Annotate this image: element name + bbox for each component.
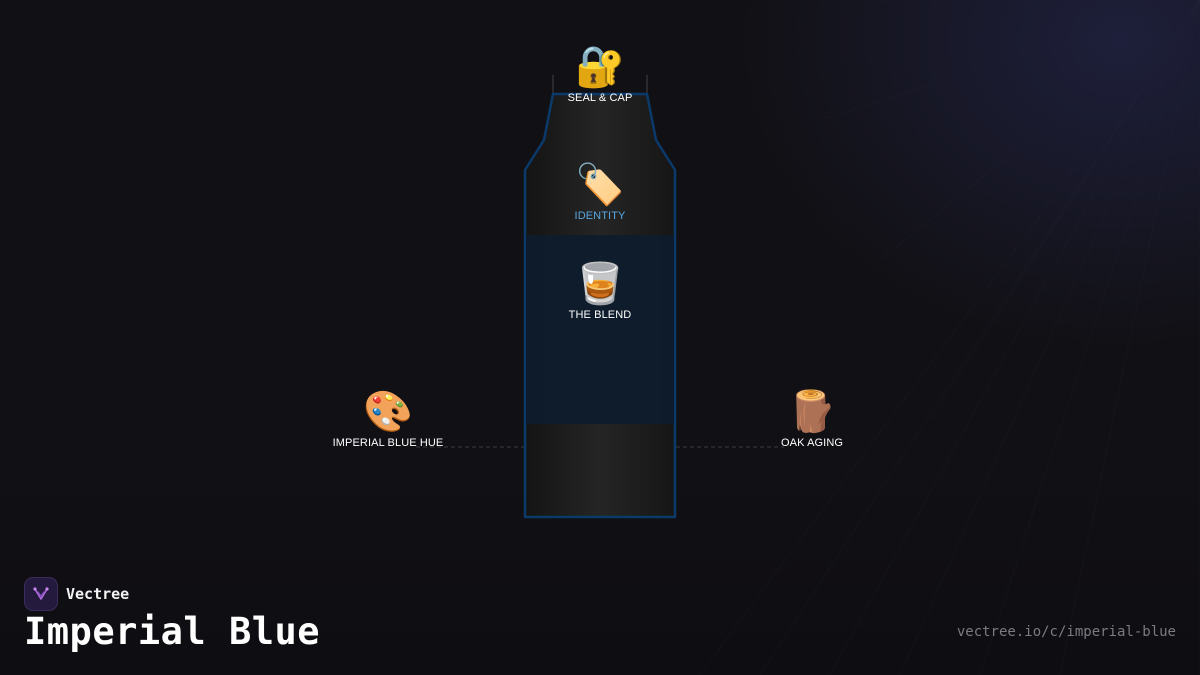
node-label-identity: IDENTITY [574,210,626,222]
node-the-blend: 🥃 THE BLEND [569,262,632,321]
node-seal-cap: 🔐 SEAL & CAP [568,45,633,104]
tumbler-glass-icon: 🥃 [575,261,625,307]
node-identity: 🏷️ IDENTITY [575,163,626,222]
brand: Vectree [24,577,129,611]
node-imperial-blue-hue: 🎨 IMPERIAL BLUE HUE [333,390,444,449]
page-title: Imperial Blue [24,610,321,653]
vectree-logo-icon [24,577,58,611]
node-label-imperial-blue-hue: IMPERIAL BLUE HUE [332,437,444,449]
lock-with-key-icon: 🔐 [575,44,625,90]
wood-log-icon: 🪵 [787,389,837,435]
brand-name: Vectree [66,585,130,603]
node-label-the-blend: THE BLEND [568,309,632,321]
artist-palette-icon: 🎨 [363,389,413,435]
source-url: vectree.io/c/imperial-blue [956,624,1176,640]
blend-band [526,235,674,424]
node-oak-aging: 🪵 OAK AGING [781,390,843,449]
node-label-oak-aging: OAK AGING [780,437,844,449]
label-tag-icon: 🏷️ [575,162,625,208]
node-label-seal-cap: SEAL & CAP [567,92,633,104]
